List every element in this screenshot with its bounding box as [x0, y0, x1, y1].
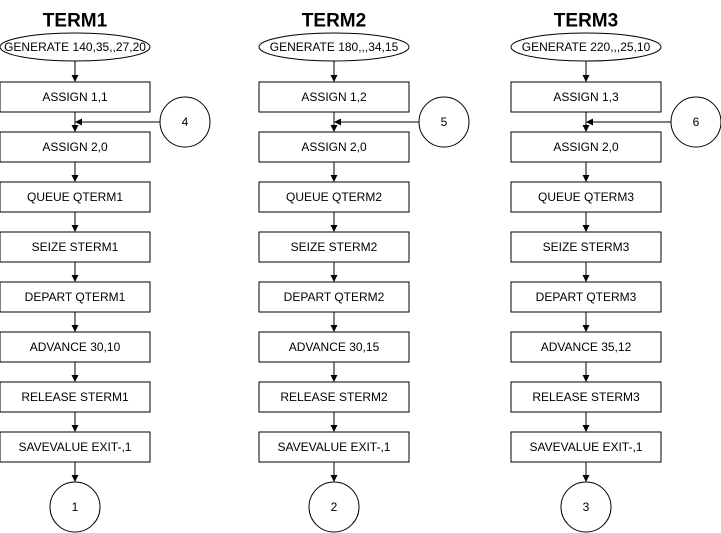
block-label: ADVANCE 35,12 — [541, 340, 632, 354]
arrow-block-head — [330, 375, 338, 382]
arrow-generate-head — [330, 75, 338, 82]
block-label: ASSIGN 1,1 — [42, 90, 108, 104]
arrow-connector-in-head — [334, 118, 341, 126]
generate-label: GENERATE 180,,,34,15 — [270, 40, 399, 54]
block-label: RELEASE STERM3 — [532, 390, 640, 404]
connector-out-circle — [308, 481, 360, 533]
arrow-block-head — [330, 325, 338, 332]
block-label: ADVANCE 30,10 — [30, 340, 121, 354]
arrow-block-head — [330, 175, 338, 182]
arrow-block-head — [582, 375, 590, 382]
connector-out-label: 3 — [583, 500, 590, 514]
arrow-exit-head — [330, 475, 338, 482]
connector-out-circle — [49, 481, 101, 533]
arrow-exit-head — [71, 475, 79, 482]
block-label: DEPART QTERM1 — [25, 290, 126, 304]
arrow-generate-head — [71, 75, 79, 82]
block-rect — [258, 381, 410, 413]
block-label: DEPART QTERM3 — [536, 290, 637, 304]
block-rect — [0, 431, 151, 463]
block-label: ASSIGN 1,2 — [301, 90, 367, 104]
block-label: ASSIGN 2,0 — [42, 140, 108, 154]
block-label: RELEASE STERM2 — [280, 390, 388, 404]
block-label: SEIZE STERM2 — [291, 240, 378, 254]
generate-label: GENERATE 220,,,25,10 — [522, 40, 651, 54]
connector-in-label: 6 — [693, 115, 700, 129]
block-rect — [258, 281, 410, 313]
arrow-block-head — [330, 125, 338, 132]
block-rect — [510, 331, 662, 363]
block-label: ADVANCE 30,15 — [289, 340, 380, 354]
arrow-block-head — [71, 225, 79, 232]
block-rect — [510, 381, 662, 413]
block-label: SAVEVALUE EXIT-,1 — [278, 440, 391, 454]
connector-in-label: 4 — [182, 115, 189, 129]
connector-out-label: 2 — [331, 500, 338, 514]
arrow-block-head — [582, 225, 590, 232]
block-rect — [0, 81, 151, 113]
block-rect — [510, 131, 662, 163]
block-rect — [258, 81, 410, 113]
block-rect — [258, 231, 410, 263]
arrow-block-head — [71, 175, 79, 182]
arrow-connector-in-head — [586, 118, 593, 126]
block-label: SAVEVALUE EXIT-,1 — [530, 440, 643, 454]
block-label: SEIZE STERM1 — [32, 240, 119, 254]
block-rect — [510, 431, 662, 463]
block-rect — [510, 231, 662, 263]
block-label: DEPART QTERM2 — [284, 290, 385, 304]
arrow-block-head — [582, 325, 590, 332]
arrow-block-head — [71, 275, 79, 282]
block-rect — [0, 281, 151, 313]
column-title: TERM2 — [302, 11, 366, 32]
block-rect — [258, 431, 410, 463]
column-title: TERM3 — [554, 11, 618, 32]
arrow-block-head — [582, 425, 590, 432]
block-label: SAVEVALUE EXIT-,1 — [19, 440, 132, 454]
arrow-block-head — [330, 425, 338, 432]
block-label: QUEUE QTERM2 — [286, 190, 382, 204]
generate-label: GENERATE 140,35,,27,20 — [4, 40, 146, 54]
connector-out-circle — [560, 481, 612, 533]
arrow-block-head — [71, 375, 79, 382]
block-rect — [258, 181, 410, 213]
arrow-block-head — [582, 275, 590, 282]
arrow-block-head — [71, 425, 79, 432]
arrow-generate-head — [582, 75, 590, 82]
column-title: TERM1 — [43, 11, 108, 32]
block-rect — [0, 381, 151, 413]
block-rect — [0, 231, 151, 263]
block-rect — [510, 81, 662, 113]
arrow-connector-in-head — [75, 118, 82, 126]
block-label: ASSIGN 2,0 — [553, 140, 619, 154]
arrow-block-head — [71, 325, 79, 332]
arrow-block-head — [582, 125, 590, 132]
block-label: ASSIGN 2,0 — [301, 140, 367, 154]
block-rect — [0, 331, 151, 363]
arrow-block-head — [330, 275, 338, 282]
arrow-block-head — [71, 125, 79, 132]
connector-out-label: 1 — [72, 500, 79, 514]
arrow-exit-head — [582, 475, 590, 482]
connector-in-label: 5 — [441, 115, 448, 129]
block-rect — [258, 331, 410, 363]
block-label: QUEUE QTERM3 — [538, 190, 634, 204]
arrow-block-head — [330, 225, 338, 232]
block-label: SEIZE STERM3 — [543, 240, 630, 254]
block-label: RELEASE STERM1 — [21, 390, 129, 404]
block-label: QUEUE QTERM1 — [27, 190, 123, 204]
arrow-block-head — [582, 175, 590, 182]
block-label: ASSIGN 1,3 — [553, 90, 619, 104]
